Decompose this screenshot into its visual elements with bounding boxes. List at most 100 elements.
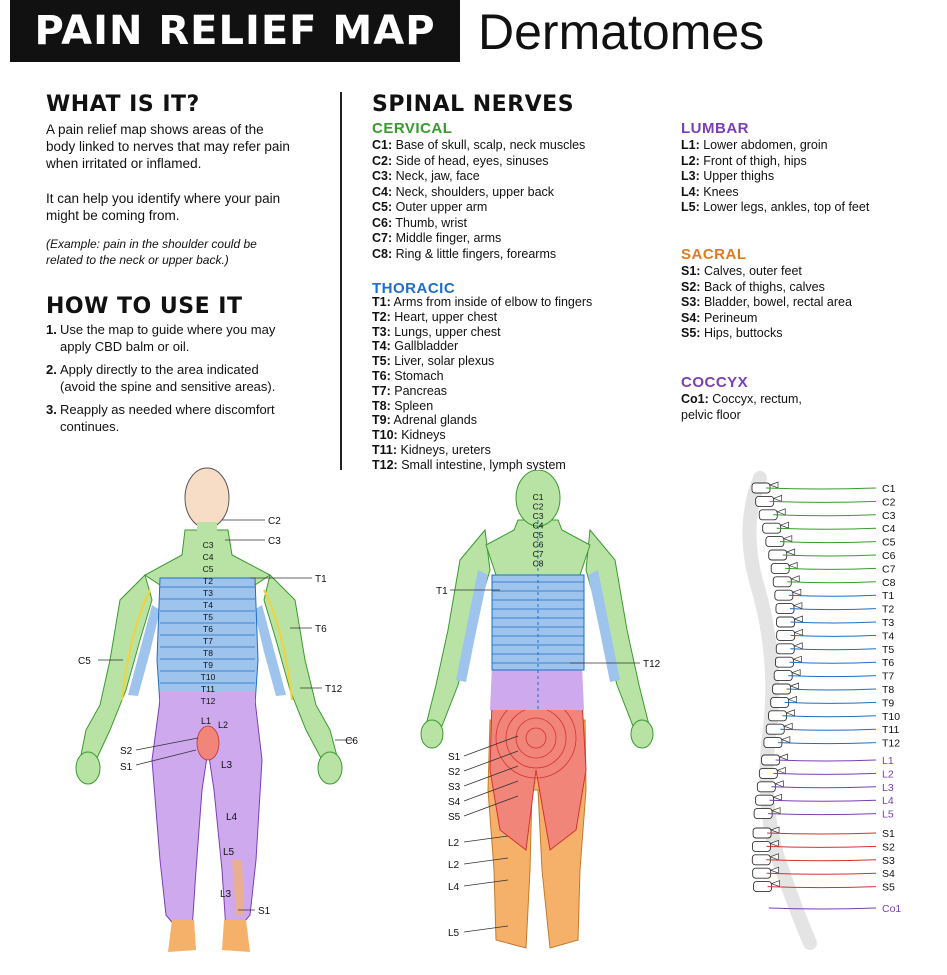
vertebra-process	[774, 780, 784, 788]
spine-label: T11	[882, 724, 899, 736]
nerve-line	[766, 872, 877, 875]
vertebra-process	[790, 575, 800, 583]
how-heading: HOW TO USE IT	[46, 294, 243, 319]
vertebra-process	[780, 736, 791, 744]
nerve-item: S5: Hips, buttocks	[681, 326, 783, 340]
spine-label: L4	[882, 795, 894, 807]
front-label-l3b: L3	[220, 889, 232, 900]
spine-label: C3	[882, 510, 896, 522]
nerve-item: T4: Gallbladder	[372, 339, 459, 354]
nerve-item: Co1: Coccyx, rectum, pelvic floor	[681, 392, 802, 422]
back-spine-label: C8	[533, 559, 544, 569]
vertebra-process	[793, 642, 803, 650]
front-label-l4: L4	[226, 812, 238, 823]
nerve-item: C7: Middle finger, arms	[372, 231, 502, 245]
vertebra-process	[785, 548, 796, 556]
nerve-item: T6: Stomach	[372, 368, 444, 383]
nerve-line	[768, 907, 877, 910]
spine-label: L2	[882, 768, 894, 780]
nerve-item: T5: Liver, solar plexus	[372, 354, 495, 369]
spine-label: C1	[882, 483, 896, 495]
back-spine-label: C5	[533, 530, 544, 540]
back-spine-label: C1	[533, 492, 544, 502]
torso-band-label: T9	[203, 660, 213, 670]
back-label-t1: T1	[436, 586, 448, 597]
nerve-item: L3: Upper thighs	[681, 169, 775, 183]
step-text: Reapply as needed where discomfort conti…	[60, 402, 275, 434]
front-label-c3: C3	[268, 536, 281, 547]
back-leader-line	[463, 735, 519, 757]
vertebra-process	[782, 535, 793, 543]
column-divider	[340, 92, 342, 470]
sacral-label: SACRAL	[681, 246, 747, 263]
back-left-label: L5	[448, 928, 460, 939]
vertebra-process	[776, 766, 786, 774]
spine-label: T3	[882, 617, 894, 629]
spine-label: C2	[882, 496, 896, 508]
nerve-item: S4: Perineum	[681, 310, 758, 325]
spine-label: T4	[882, 630, 894, 642]
what-para-1: A pain relief map shows areas of the bod…	[46, 122, 290, 171]
back-left-label: S4	[448, 797, 461, 808]
front-label-l3: L3	[221, 760, 233, 771]
nerve-item: T11: Kidneys, ureters	[372, 442, 491, 457]
nerve-item: S1: Calves, outer feet	[681, 264, 802, 278]
back-left-label: S1	[448, 752, 461, 763]
nerve-item: L4: Knees	[681, 184, 739, 199]
nerve-item: C4: Neck, shoulders, upper back	[372, 184, 555, 199]
nerve-item: T7: Pancreas	[372, 383, 448, 398]
nerve-item: T9: Adrenal glands	[372, 413, 477, 428]
vertebra-process	[791, 669, 801, 677]
spine-label: T2	[882, 604, 894, 616]
spine-label: S2	[882, 841, 895, 853]
torso-band-label: T6	[203, 624, 213, 634]
nerve-item: T8: Spleen	[372, 398, 434, 413]
nerve-item: C1: Base of skull, scalp, neck muscles	[372, 138, 586, 152]
page-subtitle: Dermatomes	[478, 4, 765, 60]
vertebra-process	[769, 866, 780, 874]
cervical-label: CERVICAL	[372, 120, 453, 137]
front-label-s1: S1	[120, 762, 133, 773]
nerve-line	[790, 634, 877, 637]
nerve-item: T2: Heart, upper chest	[372, 309, 498, 324]
torso-band-label: C4	[203, 552, 214, 562]
front-label-t12: T12	[325, 684, 343, 695]
spine-label: S5	[882, 882, 895, 894]
vertebra-process	[787, 695, 798, 703]
step-text: Apply directly to the area indicated (av…	[60, 362, 276, 394]
back-left-label: S3	[448, 782, 461, 793]
spine-figure: C1C2C3C4C5C6C7C8T1T2T3T4T5T6T7T8T9T10T11…	[742, 471, 901, 950]
back-left-label: S5	[448, 812, 461, 823]
torso-band-label: T11	[201, 684, 215, 694]
back-spine-label: C2	[533, 502, 544, 512]
sacral-list: S1: Calves, outer feet S2: Back of thigh…	[681, 264, 852, 342]
vertebra-process	[791, 588, 802, 596]
back-leader-line	[463, 780, 519, 802]
torso-band-label: T3	[203, 588, 213, 598]
front-label-c2: C2	[268, 516, 281, 527]
back-leader-line	[463, 795, 519, 817]
nerve-line	[784, 701, 877, 704]
nerve-item: T12: Small intestine, lymph system	[372, 457, 566, 472]
torso-band-label: T5	[203, 612, 213, 622]
lumbar-list: L1: Lower abdomen, groin L2: Front of th…	[681, 138, 869, 216]
nerve-item: S2: Back of thighs, calves	[681, 279, 825, 294]
spine-label: T5	[882, 644, 894, 656]
nerve-item: L1: Lower abdomen, groin	[681, 138, 828, 152]
spine-label: C4	[882, 523, 896, 535]
nerve-line	[767, 832, 877, 835]
front-body-figure: C2 C3 T1 T6 C5 T12 C6 S2 S1 L3 L4 L5 L3 …	[75, 467, 358, 952]
back-spine-label: C4	[533, 521, 544, 531]
nerve-line	[773, 772, 877, 775]
spine-label: T12	[882, 738, 900, 750]
what-heading: WHAT IS IT?	[46, 92, 200, 117]
vertebra-process	[792, 602, 803, 610]
nerve-item: C3: Neck, jaw, face	[372, 169, 480, 183]
back-label-t12: T12	[643, 659, 661, 670]
nerve-line	[786, 688, 877, 691]
front-label-t6: T6	[315, 624, 327, 635]
what-para-2: It can help you identify where your pain…	[46, 191, 281, 223]
front-label-c6: C6	[345, 736, 358, 747]
vertebra-process	[776, 508, 786, 516]
